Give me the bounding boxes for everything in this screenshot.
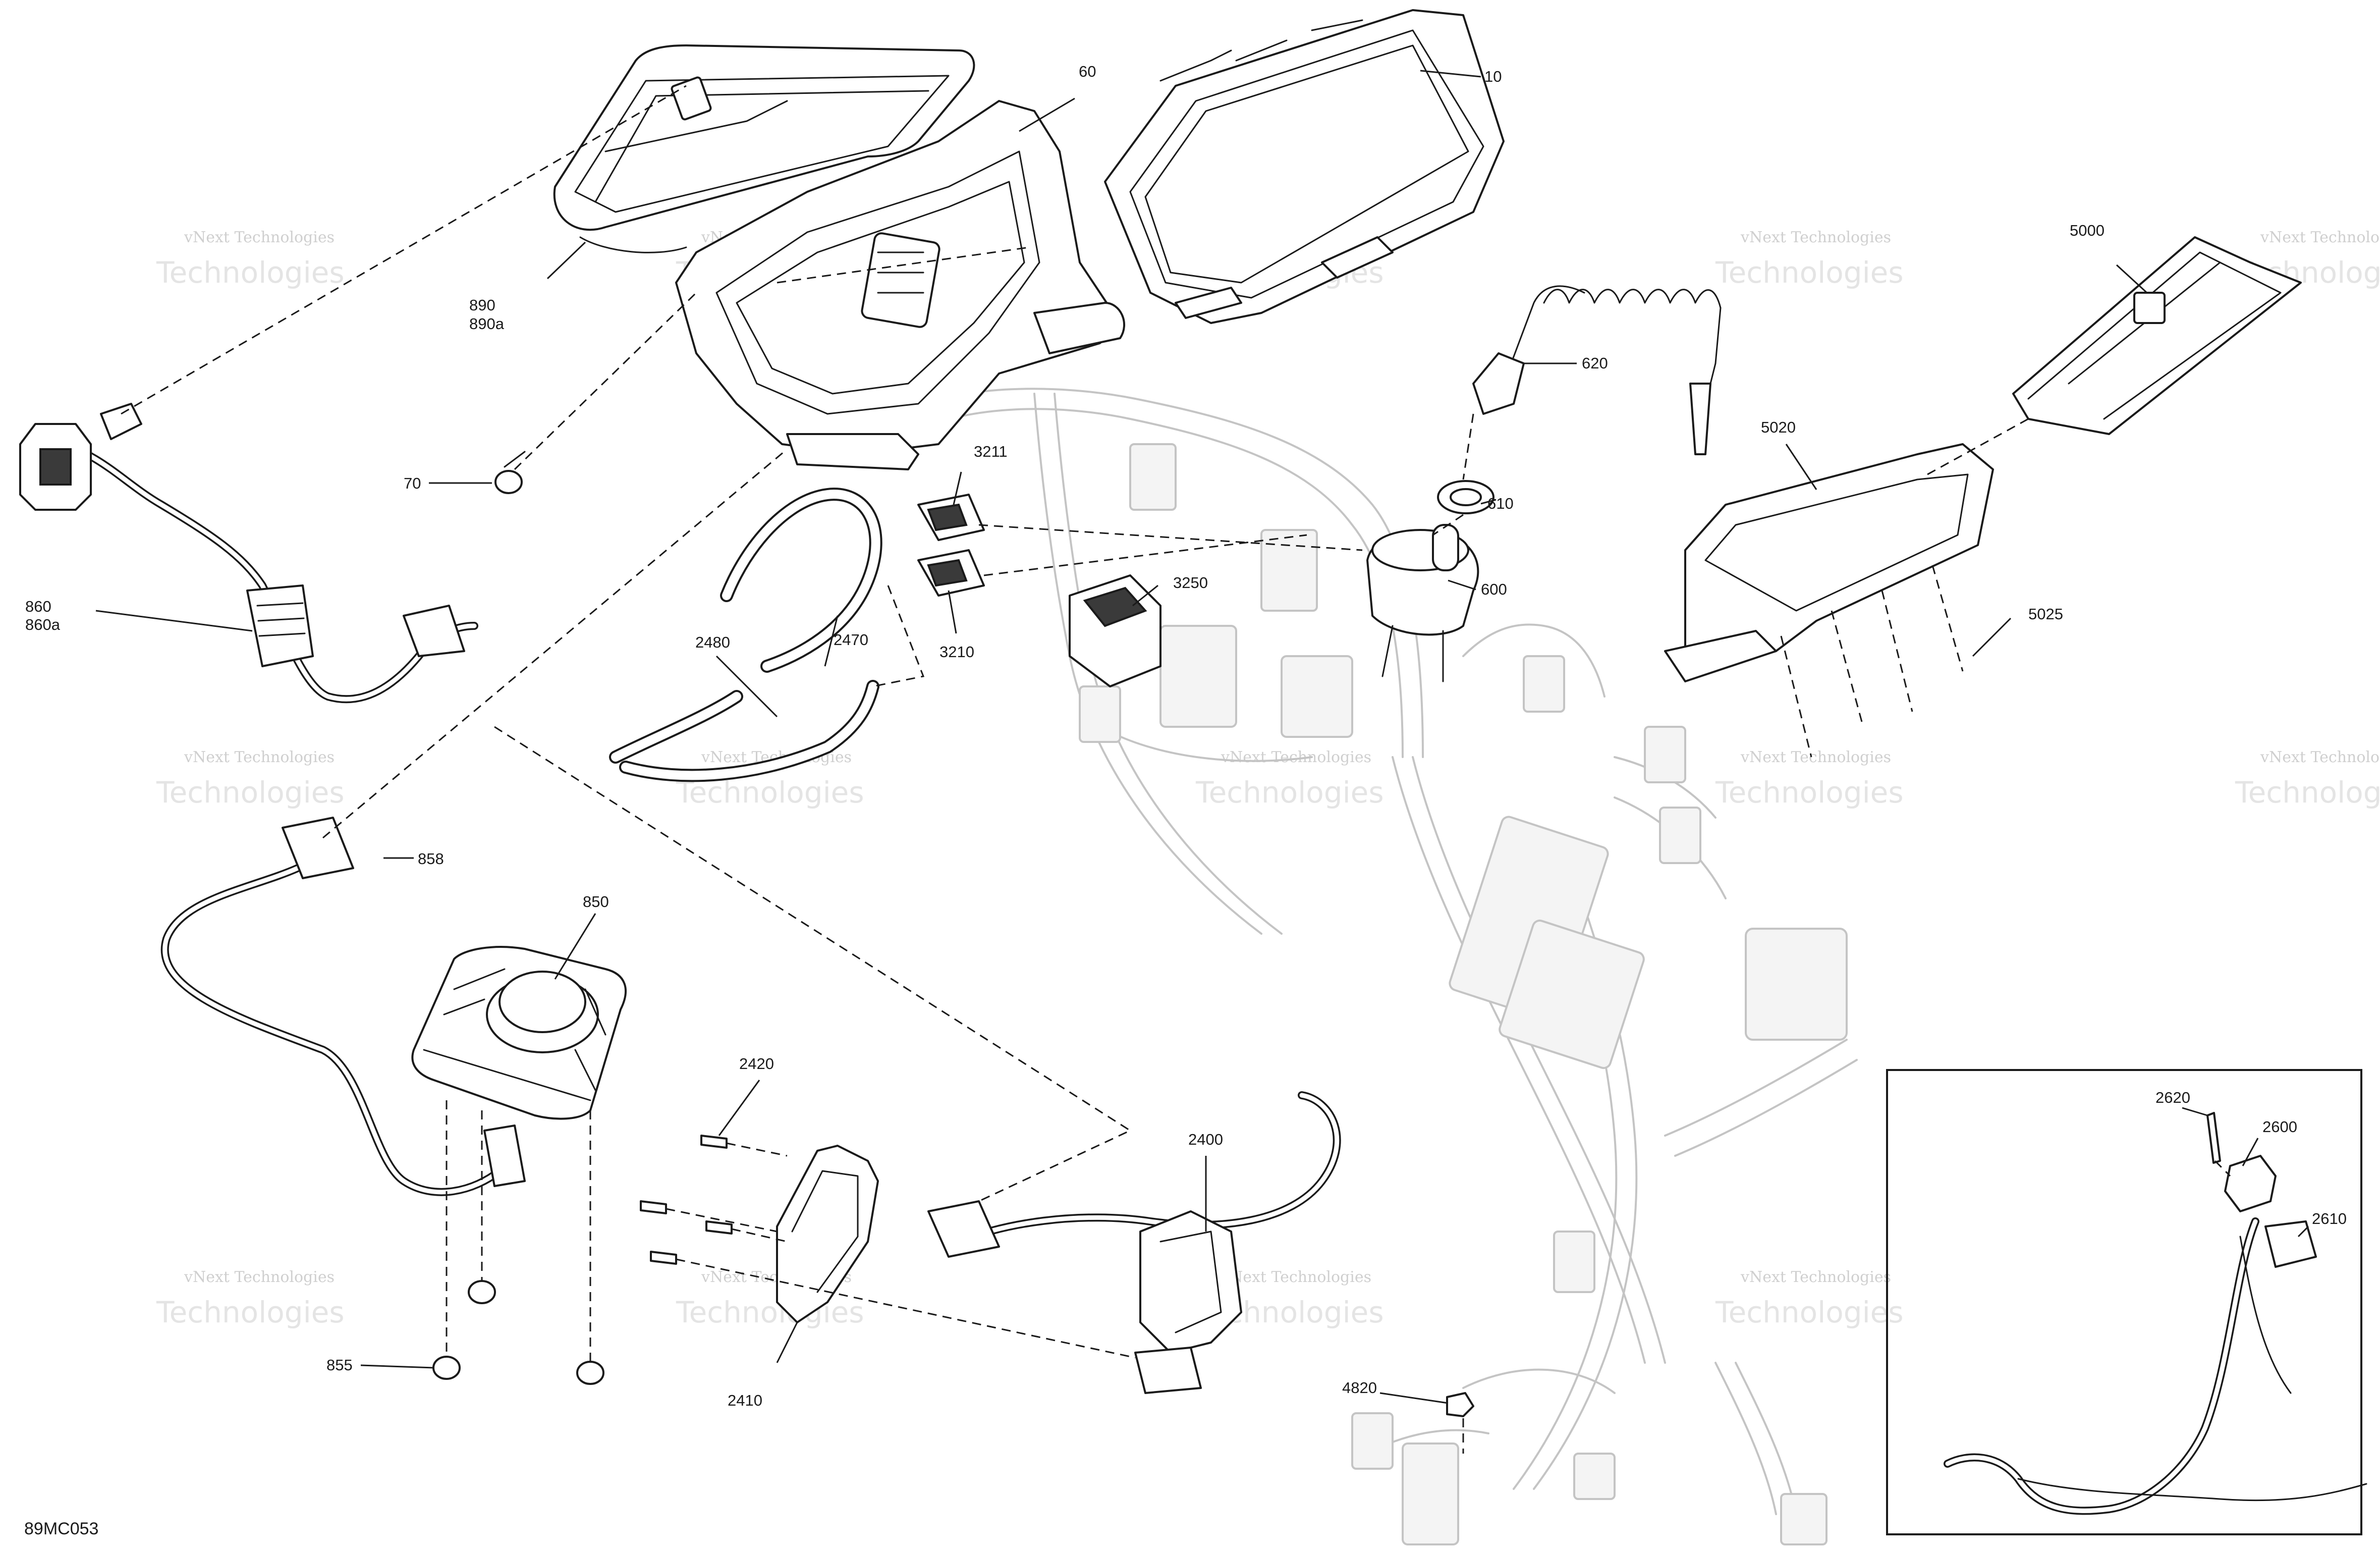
part-10-display-cluster — [1104, 9, 1505, 324]
watermark: vNext Technologies Technologies — [156, 229, 345, 290]
watermark-text: vNext Technologies — [2260, 229, 2380, 246]
watermark-text: Technologies — [1195, 775, 1384, 810]
watermark: vNext Technologies Technologies — [1715, 748, 1904, 810]
main-wiring-harness-ghost — [897, 388, 1858, 1545]
watermark: vNext Technologies Technologies — [1715, 1268, 1904, 1329]
watermark-text: vNext Technologies — [2260, 748, 2380, 766]
watermark-text: vNext Technologies — [1221, 748, 1371, 766]
inset-panel — [1886, 1069, 2367, 1535]
part-2410-bracket — [776, 1145, 879, 1323]
watermark-text: Technologies — [676, 1295, 864, 1329]
watermark-text: vNext Technologies — [1740, 229, 1891, 246]
watermark-text: vNext Technologies — [184, 229, 335, 246]
part-850-control-knob — [411, 946, 627, 1120]
callout-858: 858 — [418, 850, 444, 868]
callout-3211: 3211 — [974, 443, 1008, 460]
callout-620: 620 — [1582, 354, 1608, 372]
watermark-text: Technologies — [156, 775, 345, 810]
part-70-screw — [494, 451, 526, 494]
callout-5020: 5020 — [1761, 418, 1796, 436]
part-2480-hose — [720, 488, 882, 673]
part-60-instrument-bezel — [675, 100, 1126, 470]
callout-2470: 2470 — [834, 631, 868, 649]
callout-2600: 2600 — [2262, 1118, 2297, 1136]
part-890-storage-cover — [553, 44, 975, 253]
watermark-text: Technologies — [156, 1295, 345, 1329]
part-610-grommet — [1437, 480, 1495, 514]
watermark: vNext Technologies Technologies — [2235, 748, 2380, 810]
part-600-key-switch — [1366, 524, 1479, 682]
callout-610: 610 — [1487, 495, 1514, 512]
callout-855: 855 — [326, 1356, 353, 1374]
watermark-text: vNext Technologies — [1221, 1268, 1371, 1286]
callout-600: 600 — [1481, 580, 1507, 598]
part-855-nut — [432, 1280, 604, 1385]
part-5000-panel — [2012, 236, 2302, 435]
watermark-text: vNext Technologies — [1740, 1268, 1891, 1286]
callout-5000: 5000 — [2070, 222, 2105, 239]
part-4820-nut — [1446, 1392, 1474, 1417]
part-858-harness — [160, 817, 526, 1196]
callout-3250: 3250 — [1173, 574, 1208, 592]
part-5020-cover — [1664, 443, 1994, 682]
callout-860: 860 — [25, 598, 51, 615]
part-620-coil-cable — [1472, 285, 1722, 455]
callout-890a: 890a — [469, 315, 505, 333]
part-2620-screw — [2206, 1112, 2221, 1164]
callout-850: 850 — [583, 893, 609, 911]
callout-2620: 2620 — [2155, 1089, 2190, 1106]
watermark-text: vNext Technologies — [184, 748, 335, 766]
callout-60: 60 — [1079, 63, 1096, 80]
watermark: vNext Technologies Technologies — [156, 748, 345, 810]
part-3210-connector — [917, 549, 985, 597]
watermark: vNext Technologies Technologies — [1195, 748, 1384, 810]
part-2600-sensor — [2224, 1155, 2277, 1212]
watermark-text: vNext Technologies — [184, 1268, 335, 1286]
leader-lines — [95, 70, 2309, 1404]
part-2400-switch-assembly — [927, 1091, 1341, 1394]
callouts: 10 60 70 890 890a 610 600 620 858 850 85… — [25, 63, 2347, 1409]
diagram-reference-code: 89MC053 — [24, 1519, 98, 1538]
part-860-harness — [19, 403, 478, 704]
callout-70: 70 — [404, 474, 421, 492]
watermark-text: Technologies — [156, 255, 345, 290]
part-3211-connector — [917, 494, 985, 541]
inset-frame — [1886, 1069, 2362, 1535]
watermark-text: Technologies — [1715, 1295, 1904, 1329]
callout-2400: 2400 — [1188, 1131, 1223, 1148]
callout-2410: 2410 — [728, 1392, 762, 1409]
watermark: vNext Technologies Technologies — [156, 1268, 345, 1329]
watermark-text: Technologies — [2235, 775, 2380, 810]
callout-10: 10 — [1484, 68, 1502, 85]
callout-3210: 3210 — [939, 643, 974, 661]
callout-2480: 2480 — [695, 633, 730, 651]
callout-890: 890 — [469, 296, 495, 314]
part-3250-switch — [1069, 574, 1161, 687]
callout-5025: 5025 — [2028, 605, 2063, 623]
part-2420-screw — [640, 1135, 733, 1265]
callout-2420: 2420 — [739, 1055, 774, 1073]
part-2610-connector — [2264, 1220, 2317, 1268]
callout-4820: 4820 — [1342, 1379, 1377, 1397]
watermark-text: vNext Technologies — [1740, 748, 1891, 766]
watermark-text: Technologies — [1715, 255, 1904, 290]
callout-2610: 2610 — [2312, 1210, 2347, 1227]
callout-860a: 860a — [25, 616, 61, 633]
watermark: vNext Technologies Technologies — [1715, 229, 1904, 290]
assembly-lines — [121, 85, 2231, 1454]
part-2470-hose — [609, 680, 879, 782]
watermark-text: Technologies — [1715, 775, 1904, 810]
